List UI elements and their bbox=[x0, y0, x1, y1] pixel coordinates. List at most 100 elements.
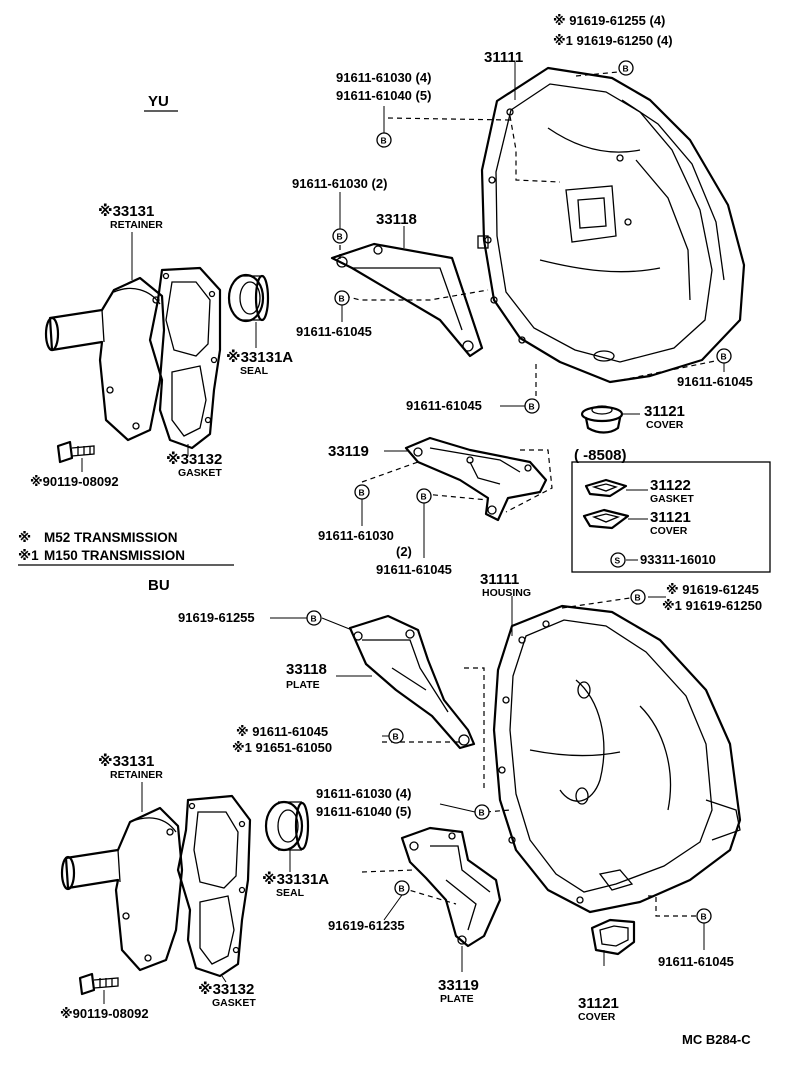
caption-plate2-bottom: PLATE bbox=[440, 993, 474, 1005]
svg-text:B: B bbox=[479, 808, 485, 818]
label-cover-top: 31121 bbox=[644, 403, 685, 420]
svg-text:B: B bbox=[421, 492, 427, 502]
svg-text:B: B bbox=[399, 884, 405, 894]
caption-gasket-top: GASKET bbox=[178, 467, 222, 479]
label-plate-top: 33118 bbox=[376, 211, 417, 228]
svg-text:B: B bbox=[721, 352, 727, 362]
inset-cover-shape bbox=[582, 508, 630, 530]
section-title-bu: BU bbox=[148, 577, 170, 594]
caption-seal-top: SEAL bbox=[240, 365, 269, 377]
cover-plug-top bbox=[580, 405, 624, 434]
retainer-bolt-top bbox=[56, 440, 95, 464]
label-bolt-pair-top-right-2: ※1 91619-61250 (4) bbox=[553, 33, 673, 48]
bolt-markers-top bbox=[332, 60, 732, 504]
caption-retainer-bottom: RETAINER bbox=[110, 769, 163, 781]
svg-text:B: B bbox=[393, 732, 399, 742]
oil-seal-top bbox=[227, 273, 270, 323]
label-bolt-pair-right-1: ※ 91619-61245 bbox=[666, 582, 759, 597]
label-stiffener-top: 33119 bbox=[328, 443, 369, 460]
section-yu: YU bbox=[30, 13, 771, 577]
caption-cover-bottom: COVER bbox=[578, 1011, 616, 1023]
caption-seal-bottom: SEAL bbox=[276, 887, 305, 899]
caption-inset-gasket: GASKET bbox=[650, 493, 694, 505]
oil-seal-bottom bbox=[264, 800, 310, 852]
stiffener-top bbox=[404, 436, 548, 522]
label-gasket-bottom: ※33132 bbox=[198, 980, 254, 998]
gasket-bottom bbox=[176, 794, 252, 978]
inset-box: ( -8508) S bbox=[571, 447, 771, 573]
caption-cover-top: COVER bbox=[646, 419, 684, 431]
label-bolt-pair-low-1: 91611-61030 (4) bbox=[316, 786, 411, 801]
label-bolt-pair-mid-1: ※ 91611-61045 bbox=[236, 724, 328, 739]
svg-text:B: B bbox=[701, 912, 707, 922]
label-plate2-bottom: 33119 bbox=[438, 977, 479, 994]
caption-retainer-top: RETAINER bbox=[110, 219, 163, 231]
inset-frame bbox=[571, 461, 771, 573]
label-inset-gasket: 31122 bbox=[650, 477, 691, 494]
label-bolt-pair-low-2: 91611-61040 (5) bbox=[316, 804, 411, 819]
legend-m150: M150 TRANSMISSION bbox=[44, 548, 185, 563]
svg-text:B: B bbox=[311, 614, 317, 624]
retainer-bolt-bottom bbox=[78, 972, 119, 996]
label-bolt-retainer-top: ※90119-08092 bbox=[30, 474, 119, 489]
caption-housing-bottom: HOUSING bbox=[482, 587, 531, 599]
legend: ※ M52 TRANSMISSION ※1 M150 TRANSMISSION bbox=[18, 530, 234, 566]
label-bolt-pair-top-left-2: 91611-61040 (5) bbox=[336, 88, 431, 103]
label-bolt-right-bottom: 91611-61045 bbox=[658, 954, 734, 969]
top-dashed-leaders bbox=[339, 71, 721, 513]
label-bolt-plate-bottom: 91611-61045 bbox=[296, 324, 372, 339]
label-inset-screw: 93311-16010 bbox=[640, 552, 716, 567]
inset-title: ( -8508) bbox=[574, 447, 627, 464]
legend-m52: M52 TRANSMISSION bbox=[44, 530, 178, 545]
svg-text:B: B bbox=[337, 232, 343, 242]
gasket-top bbox=[148, 266, 222, 450]
screw-marker-letter: S bbox=[615, 556, 621, 566]
housing-plate-top bbox=[330, 242, 484, 358]
label-bolt-stiffener-right: 91611-61045 bbox=[376, 562, 452, 577]
bell-housing-top bbox=[477, 66, 746, 384]
label-bolt-stiffener-left-2: (2) bbox=[396, 544, 412, 559]
leaders-bottom bbox=[103, 596, 705, 1004]
label-bolt-housing-right: 91611-61045 bbox=[677, 374, 753, 389]
caption-inset-cover: COVER bbox=[650, 525, 688, 537]
leaders-top bbox=[81, 62, 725, 558]
inset-gasket-shape bbox=[584, 478, 628, 498]
svg-text:B: B bbox=[381, 136, 387, 146]
bolt-marker-letters-bottom: B B B B B B bbox=[311, 593, 707, 922]
svg-text:B: B bbox=[359, 488, 365, 498]
cover-bottom bbox=[590, 918, 636, 956]
label-bolt-plate-top: 91611-61030 (2) bbox=[292, 176, 387, 191]
svg-text:B: B bbox=[623, 64, 629, 74]
svg-text:※1: ※1 bbox=[18, 548, 39, 563]
bell-housing-bottom bbox=[492, 604, 742, 914]
label-bolt-pair-mid-2: ※1 91651-61050 bbox=[232, 740, 332, 755]
label-bolt-plate-top-bottom: 91619-61255 bbox=[178, 610, 255, 625]
label-bolt-pair-top-left-1: 91611-61030 (4) bbox=[336, 70, 431, 85]
housing-plate-bottom bbox=[348, 614, 476, 750]
footer-code: MC B284-C bbox=[682, 1032, 751, 1047]
retainer-bottom bbox=[60, 806, 184, 972]
svg-text:B: B bbox=[635, 593, 641, 603]
section-bu: BU bbox=[60, 571, 762, 1023]
label-bolt-lower-plate: 91619-61235 bbox=[328, 918, 405, 933]
label-bolt-retainer-bottom: ※90119-08092 bbox=[60, 1006, 149, 1021]
lower-plate-bottom bbox=[400, 826, 502, 948]
label-bolt-stiffener-left-1: 91611-61030 bbox=[318, 528, 394, 543]
label-bolt-pair-top-right-1: ※ 91619-61255 (4) bbox=[553, 13, 665, 28]
label-seal-bottom: ※33131A bbox=[262, 870, 329, 888]
svg-text:※: ※ bbox=[18, 530, 31, 545]
label-cover-bottom: 31121 bbox=[578, 995, 619, 1012]
caption-gasket-bottom: GASKET bbox=[212, 997, 256, 1009]
caption-plate-bottom: PLATE bbox=[286, 679, 320, 691]
section-title-yu: YU bbox=[148, 93, 169, 110]
label-bolt-housing-lower: 91611-61045 bbox=[406, 398, 482, 413]
label-plate-bottom: 33118 bbox=[286, 661, 327, 678]
label-bolt-pair-right-2: ※1 91619-61250 bbox=[662, 598, 762, 613]
bolt-marker-letters-top: B B B B B B B B bbox=[337, 64, 727, 502]
label-housing-bottom: 31111 bbox=[480, 571, 519, 588]
label-retainer-top: ※33131 bbox=[98, 202, 154, 220]
label-seal-top: ※33131A bbox=[226, 348, 293, 366]
retainer-top bbox=[44, 276, 166, 442]
screw-marker-inset bbox=[610, 552, 626, 568]
